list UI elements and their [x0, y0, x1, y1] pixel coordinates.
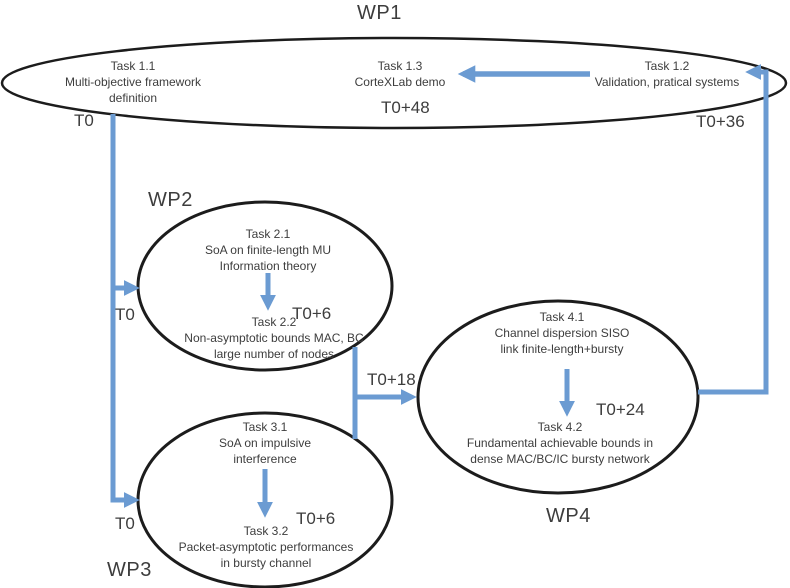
task-3-2-title: Task 3.2: [243, 524, 289, 538]
task-3-1-desc: SoA on impulsive interference: [218, 436, 312, 466]
task-4-2-desc: Fundamental achievable bounds in dense M…: [466, 436, 654, 466]
task-1-2-title: Task 1.2: [644, 59, 690, 73]
task-2-1-title: Task 2.1: [245, 227, 291, 241]
task-3-1: Task 3.1 SoA on impulsive interference: [175, 419, 355, 467]
milestone-wp1-t0: T0: [74, 111, 94, 130]
task-1-1: Task 1.1 Multi-objective framework defin…: [23, 58, 243, 106]
milestone-wp2-t0-6: T0+6: [292, 304, 332, 323]
task-2-1: Task 2.1 SoA on finite-length MU Informa…: [168, 226, 368, 274]
task-1-1-title: Task 1.1: [110, 59, 156, 73]
task-2-1-desc: SoA on finite-length MU Information theo…: [204, 243, 332, 273]
milestone-wp3-t0-6: T0+6: [296, 509, 336, 528]
task-1-3-title: Task 1.3: [377, 59, 423, 73]
wp1-ellipse: [0, 36, 788, 130]
task-4-1: Task 4.1 Channel dispersion SISO link fi…: [457, 309, 667, 357]
task-4-2-title: Task 4.2: [537, 420, 583, 434]
task-1-3: Task 1.3 CorteXLab demo: [320, 58, 480, 90]
wp2-label: WP2: [148, 189, 193, 211]
wp1-label: WP1: [357, 2, 402, 24]
task-4-1-title: Task 4.1: [539, 310, 585, 324]
milestone-t0-36: T0+36: [696, 112, 745, 131]
milestone-t0-24: T0+24: [596, 400, 645, 419]
task-2-2-title: Task 2.2: [251, 315, 297, 329]
task-1-1-desc: Multi-objective framework definition: [64, 75, 202, 105]
task-3-2-desc: Packet-asymptotic performances in bursty…: [178, 540, 354, 570]
arrow-wp4-to-task12: [698, 63, 769, 395]
milestone-t0-18: T0+18: [367, 370, 416, 389]
milestone-t0-48: T0+48: [381, 98, 430, 117]
task-2-2: Task 2.2 Non-asymptotic bounds MAC, BC l…: [164, 314, 384, 362]
milestone-wp3-t0: T0: [115, 514, 135, 533]
arrow-wp1-to-wp3: [110, 114, 140, 509]
wp4-label: WP4: [546, 505, 591, 527]
task-1-2-desc: Validation, pratical systems: [594, 75, 740, 89]
wp4-ellipse: [416, 299, 700, 495]
task-3-1-title: Task 3.1: [242, 420, 288, 434]
task-3-2: Task 3.2 Packet-asymptotic performances …: [156, 523, 376, 571]
task-2-2-desc: Non-asymptotic bounds MAC, BC large numb…: [184, 331, 364, 361]
wp3-label: WP3: [107, 559, 152, 581]
task-1-2: Task 1.2 Validation, pratical systems: [567, 58, 767, 90]
task-1-3-desc: CorteXLab demo: [354, 75, 446, 89]
task-4-2: Task 4.2 Fundamental achievable bounds i…: [445, 419, 675, 467]
task-4-1-desc: Channel dispersion SISO link finite-leng…: [494, 326, 630, 356]
milestone-wp2-t0: T0: [115, 305, 135, 324]
